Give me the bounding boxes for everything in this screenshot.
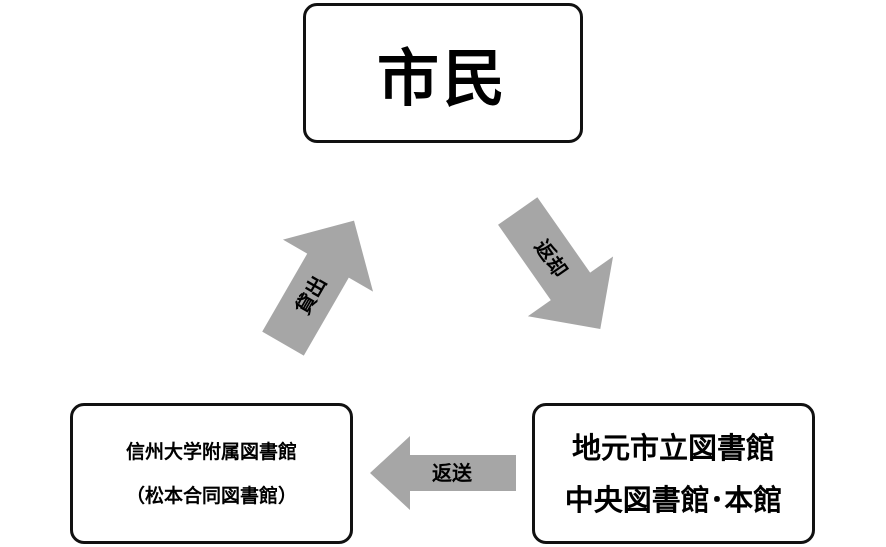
university-library-box: 信州大学附属図書館 （松本合同図書館） <box>70 403 353 544</box>
lend-arrow: 貸出 <box>262 220 374 356</box>
university-library-name: 信州大学附属図書館 <box>125 440 297 463</box>
send-back-arrow-shape <box>370 436 516 510</box>
send-back-arrow-label: 返送 <box>432 461 473 485</box>
local-library-name: 地元市立図書館 <box>571 430 775 465</box>
citizen-label: 市民 <box>376 42 509 115</box>
local-library-subname: 中央図書館･本館 <box>564 482 783 517</box>
return-arrow: 返却 <box>498 197 614 329</box>
university-library-subname: （松本合同図書館） <box>125 484 297 507</box>
return-arrow-shape <box>498 197 614 329</box>
lend-arrow-shape <box>262 220 374 356</box>
local-library-box: 地元市立図書館 中央図書館･本館 <box>532 403 815 544</box>
citizen-box: 市民 <box>303 3 583 143</box>
send-back-arrow: 返送 <box>370 436 516 510</box>
